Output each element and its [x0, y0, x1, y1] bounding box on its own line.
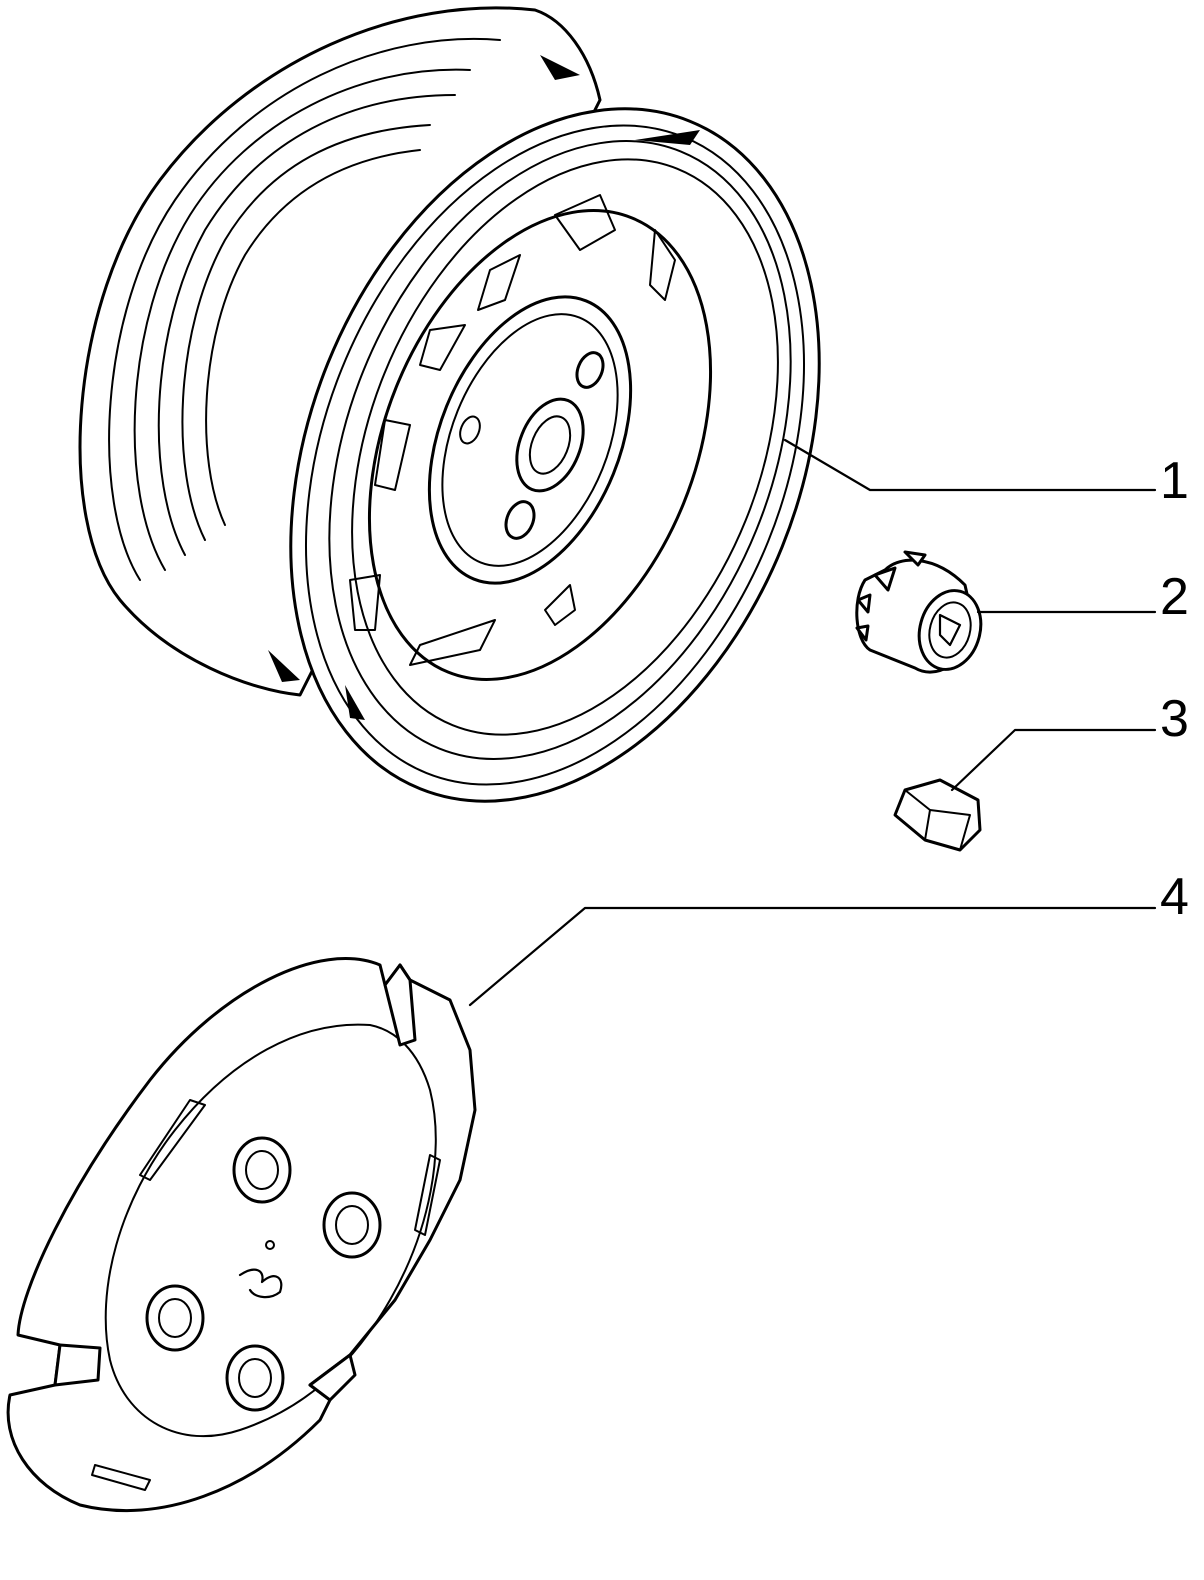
hub-cap[interactable]	[6, 957, 477, 1513]
leader-line-3	[950, 728, 1157, 792]
callout-4: 4	[1160, 868, 1189, 926]
wheel-rim[interactable]	[78, 6, 917, 881]
leader-line-1	[783, 438, 1157, 492]
callout-3: 3	[1160, 690, 1189, 748]
leader-line-4	[468, 906, 1157, 1007]
callout-1: 1	[1160, 452, 1189, 510]
anti-theft-bolt[interactable]	[855, 550, 990, 676]
valve-cap[interactable]	[893, 778, 982, 852]
callout-2: 2	[1160, 568, 1189, 626]
